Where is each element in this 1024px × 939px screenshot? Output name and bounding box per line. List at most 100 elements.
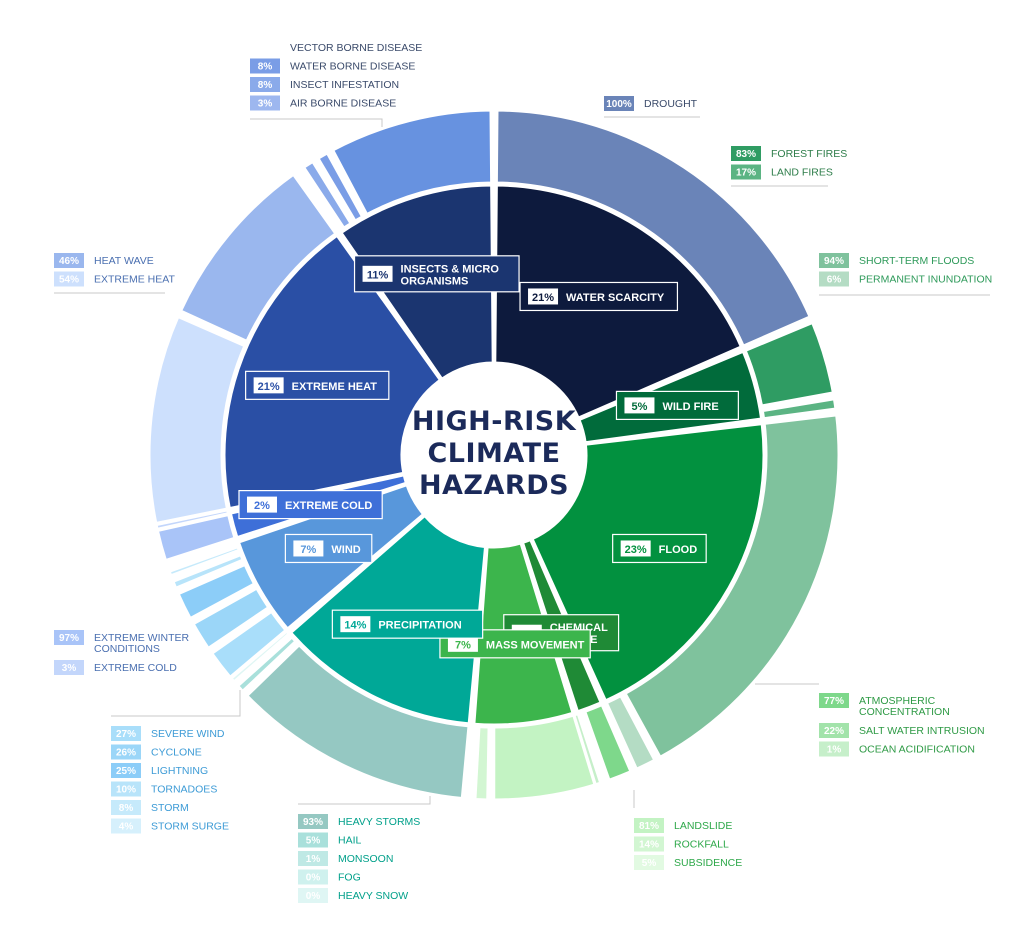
legend-percent: 3% — [258, 99, 273, 110]
legend-percent: 6% — [827, 275, 842, 286]
legend-item: 5%SUBSIDENCE — [634, 855, 742, 870]
legend-percent: 8% — [119, 803, 134, 814]
legend-percent: 1% — [306, 854, 321, 865]
legend-label: HEAVY STORMS — [338, 816, 420, 828]
legend-item: 1% MONSOON — [298, 851, 393, 866]
category-label-wild-fire: 5%WILD FIRE — [615, 390, 739, 420]
legend-label: TORNADOES — [151, 784, 217, 796]
legend-label: SHORT-TERM FLOODS — [859, 255, 974, 267]
outer-segment-cyclone[interactable] — [191, 586, 271, 651]
legend-percent: 97% — [59, 633, 79, 644]
legend-item: 3%AIR BORNE DISEASE — [250, 95, 396, 111]
legend-label: LIGHTNING — [151, 765, 208, 777]
legend-item: 81%LANDSLIDE — [634, 818, 732, 833]
legend-item: 1%OCEAN ACIDIFICATION — [819, 741, 975, 757]
outer-segment-hail[interactable] — [235, 634, 298, 694]
legend-item: 8% INSECT INFESTATION — [250, 77, 399, 92]
category-name: EXTREME HEAT — [292, 381, 378, 393]
legend-label: FOG — [338, 872, 361, 884]
category-percent: 5% — [632, 401, 648, 413]
outer-segment-air-borne-disease[interactable] — [296, 168, 343, 234]
category-percent-badge — [246, 496, 277, 513]
outer-segment-lightning[interactable] — [176, 562, 257, 621]
outer-segment-landslide[interactable] — [492, 713, 597, 802]
legend-percent: 22% — [824, 726, 844, 737]
chart-title-line: CLIMATE — [427, 438, 560, 469]
legend-label: MONSOON — [338, 853, 393, 865]
legend-label: SUBSIDENCE — [674, 857, 742, 869]
outer-segment-storm-surge[interactable] — [165, 540, 239, 569]
outer-segment-storm[interactable] — [167, 544, 242, 578]
category-label-precipitation: 14%PRECIPITATION — [331, 609, 484, 639]
legend-percent: 0% — [306, 891, 321, 902]
outer-segment-heat-wave[interactable] — [178, 172, 338, 344]
outer-segment-drought[interactable] — [494, 108, 813, 349]
outer-segment-short-term-floods[interactable] — [622, 413, 841, 760]
legend-leader-line — [111, 690, 241, 717]
legend-leader-line — [298, 796, 431, 805]
outer-segment-permanent-inundation[interactable] — [604, 693, 657, 772]
legend-label: PERMANENT INUNDATION — [859, 274, 992, 286]
category-name: ORGANISMS — [401, 275, 469, 287]
outer-segment-land-fires[interactable] — [760, 397, 838, 421]
category-percent-badge — [447, 635, 478, 652]
legend-item: 10%TORNADOES — [111, 781, 217, 797]
outer-segment-tornadoes[interactable] — [171, 552, 246, 591]
legend-item: 8%STORM — [111, 800, 189, 815]
legend-label: STORM SURGE — [151, 821, 229, 833]
legend-label: INSECT INFESTATION — [290, 79, 399, 91]
legend-label: CYCLONE — [151, 747, 202, 759]
category-name: FLOOD — [659, 544, 698, 556]
legend-percent: 83% — [736, 149, 756, 160]
inner-ring — [222, 183, 766, 727]
legend-percent: 54% — [59, 275, 79, 286]
legend-item: 25%LIGHTNING — [111, 763, 208, 778]
outer-segment-insect-infestation[interactable] — [301, 159, 354, 231]
legend-percent: 17% — [736, 168, 756, 179]
legend-percent: 26% — [116, 748, 136, 759]
legend-water-scarcity: 100%DROUGHT — [604, 96, 700, 118]
category-percent-badge — [620, 540, 651, 557]
category-name: INSECTS & MICRO — [401, 263, 500, 275]
outer-segment-forest-fires[interactable] — [743, 320, 836, 408]
outer-segment-water-borne-disease[interactable] — [315, 150, 365, 224]
outer-segment-vector-borne-disease[interactable] — [330, 108, 494, 217]
legend-wild-fire: 83%FOREST FIRES 17%LAND FIRES — [731, 146, 847, 187]
category-percent-badge — [362, 265, 393, 282]
outer-segment-heavy-storms[interactable] — [244, 642, 471, 801]
legend-percent: 14% — [639, 840, 659, 851]
legend-label: EXTREME WINTER — [94, 632, 190, 644]
category-name: PRECIPITATION — [378, 620, 461, 632]
category-name: MASS MOVEMENT — [486, 639, 585, 651]
legend-percent: 27% — [116, 729, 136, 740]
outer-segment-subsidence[interactable] — [466, 724, 476, 801]
legend-label: DROUGHT — [644, 98, 698, 110]
legend-label: OCEAN ACIDIFICATION — [859, 744, 975, 756]
outer-segment-rockfall[interactable] — [473, 725, 491, 802]
legend-item: 26% CYCLONE — [111, 744, 202, 760]
legend-item: 46%HEAT WAVE — [54, 253, 154, 268]
legend-percent: 5% — [306, 836, 321, 847]
legend-label: HEAVY SNOW — [338, 890, 408, 902]
legend-item: 17%LAND FIRES — [731, 164, 833, 180]
legend-item: 93%HEAVY STORMS — [298, 814, 420, 829]
outer-segment-severe-wind[interactable] — [209, 609, 289, 680]
legend-percent: 0% — [306, 873, 321, 884]
legend-item: 83%FOREST FIRES — [731, 146, 847, 161]
legend-label: WATER BORNE DISEASE — [290, 61, 415, 73]
legend-item: 4%STORM SURGE — [111, 818, 229, 834]
legend-label: SEVERE WIND — [151, 728, 225, 740]
legend-label: SALT WATER INTRUSION — [859, 725, 985, 737]
legend-percent: 8% — [258, 80, 273, 91]
outer-segment-atmospheric-concentration[interactable] — [582, 702, 633, 783]
legend-label: EXTREME COLD — [94, 662, 177, 674]
legend-item: 14%ROCKFALL — [634, 836, 729, 852]
outer-segment-extreme-heat[interactable] — [147, 314, 247, 526]
